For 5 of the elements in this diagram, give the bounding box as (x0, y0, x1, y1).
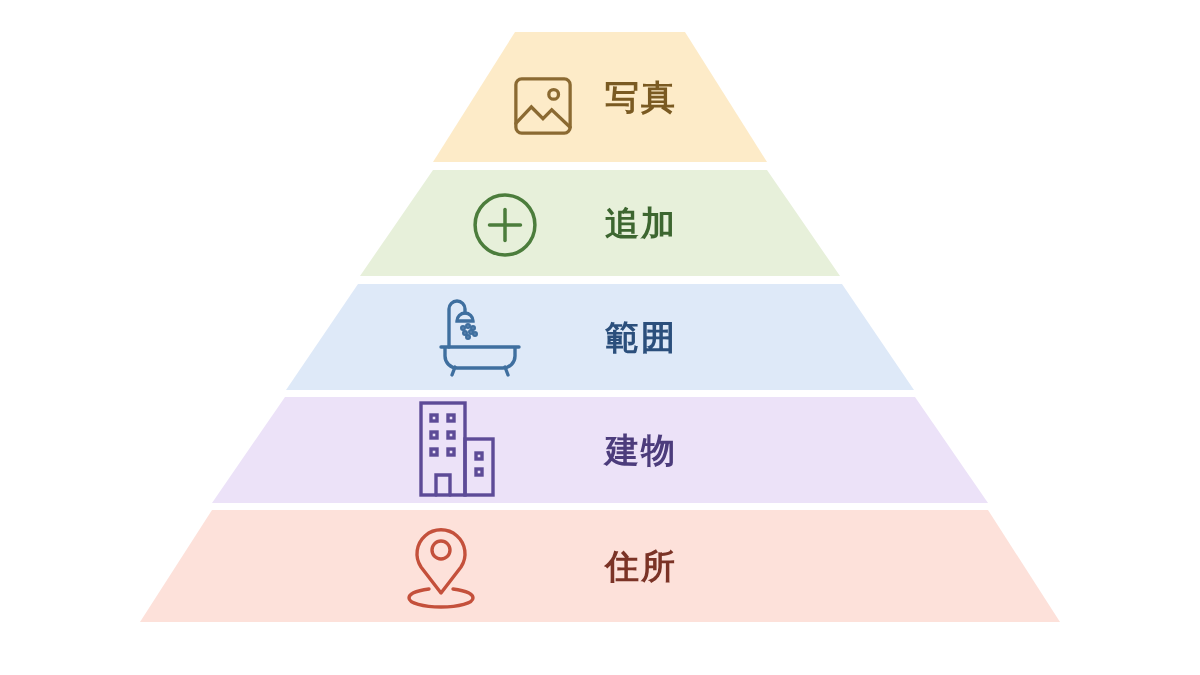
tier-label: 範囲 (605, 317, 677, 357)
tier-label: 住所 (605, 546, 677, 586)
tier-label: 建物 (605, 430, 677, 470)
tier-label: 写真 (605, 77, 677, 117)
tier-label: 追加 (605, 203, 677, 243)
